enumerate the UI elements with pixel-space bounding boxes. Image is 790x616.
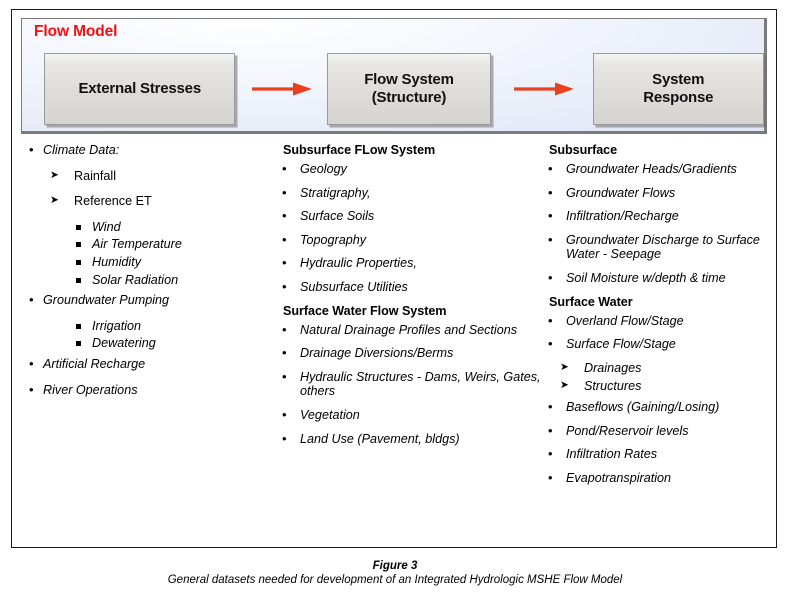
list-item: Groundwater Pumping — [26, 292, 278, 308]
list-item: Groundwater Flows — [540, 185, 778, 201]
arrow-1-icon — [249, 79, 315, 99]
flow-model-banner: Flow Model External Stresses Flow System… — [21, 18, 767, 134]
list-item: River Operations — [26, 382, 278, 398]
system-response-column: Subsurface Groundwater Heads/Gradients G… — [540, 143, 778, 494]
list-item: Overland Flow/Stage — [540, 313, 778, 329]
list-item: Artificial Recharge — [26, 356, 278, 372]
list-item: Topography — [274, 232, 542, 248]
list-item: Vegetation — [274, 407, 542, 423]
list-item: Irrigation — [26, 319, 278, 334]
list-item: Soil Moisture w/depth & time — [540, 270, 778, 286]
external-stresses-list: Climate Data: Rainfall Reference ET Wind… — [26, 142, 278, 398]
flow-box-system-response-line1: System — [652, 71, 705, 89]
dataset-columns: Climate Data: Rainfall Reference ET Wind… — [12, 142, 778, 547]
list-item: Stratigraphy, — [274, 185, 542, 201]
list-item: Subsurface Utilities — [274, 279, 542, 295]
column-header-surface-water: Surface Water — [549, 294, 633, 309]
flow-box-flow-system-line2: (Structure) — [371, 89, 447, 106]
list-item: Natural Drainage Profiles and Sections — [274, 322, 542, 338]
figure-caption-subtitle: General datasets needed for development … — [167, 574, 623, 586]
column-header-subsurface-flow-system: Subsurface FLow System — [283, 143, 436, 157]
figure-caption: Figure 3 General datasets needed for dev… — [0, 560, 790, 586]
list-item: Drainages — [540, 361, 778, 376]
figure-frame: Flow Model External Stresses Flow System… — [11, 9, 777, 548]
flow-system-column: Subsurface FLow System Geology Stratigra… — [274, 143, 542, 455]
list-item: Humidity — [26, 255, 278, 270]
list-item: Rainfall — [26, 169, 278, 184]
list-item: Surface Soils — [274, 208, 542, 224]
list-item: Geology — [274, 161, 542, 177]
surface-water-response-list: Overland Flow/Stage Surface Flow/Stage D… — [540, 313, 778, 486]
list-item: Infiltration/Recharge — [540, 208, 778, 224]
list-item: Air Temperature — [26, 237, 278, 252]
list-item: Evapotranspiration — [540, 470, 778, 486]
flow-model-title: Flow Model — [34, 23, 118, 40]
list-item: Baseflows (Gaining/Losing) — [540, 399, 778, 415]
list-item: Wind — [26, 220, 278, 235]
flow-box-flow-system[interactable]: Flow System (Structure) — [327, 53, 491, 125]
list-item: Groundwater Heads/Gradients — [540, 161, 778, 177]
list-item: Land Use (Pavement, bldgs) — [274, 431, 542, 447]
subsurface-response-list: Groundwater Heads/Gradients Groundwater … — [540, 161, 778, 286]
flow-box-flow-system-line1: Flow System — [364, 71, 454, 89]
list-item: Surface Flow/Stage — [540, 336, 778, 352]
arrow-2-icon — [511, 79, 577, 99]
list-item: Drainage Diversions/Berms — [274, 345, 542, 361]
figure-caption-title: Figure 3 — [372, 560, 418, 572]
subsurface-flow-system-list: Geology Stratigraphy, Surface Soils Topo… — [274, 161, 542, 295]
flow-diagram-row: External Stresses Flow System (Structure… — [22, 47, 764, 131]
list-item: Groundwater Discharge to Surface Water -… — [540, 232, 778, 262]
flow-box-system-response-label: System Response — [643, 71, 713, 106]
list-item: Infiltration Rates — [540, 446, 778, 462]
list-item: Structures — [540, 379, 778, 394]
list-item: Solar Radiation — [26, 273, 278, 288]
list-item: Climate Data: — [26, 142, 278, 158]
list-item: Reference ET — [26, 194, 278, 209]
list-item: Hydraulic Properties, — [274, 255, 542, 271]
list-item: Dewatering — [26, 336, 278, 351]
flow-box-system-response-line2: Response — [643, 89, 714, 106]
column-header-surface-water-flow-system: Surface Water Flow System — [283, 303, 447, 318]
list-item: Pond/Reservoir levels — [540, 423, 778, 439]
flow-box-flow-system-label: Flow System (Structure) — [364, 71, 454, 106]
column-header-subsurface: Subsurface — [549, 143, 618, 157]
flow-box-external-stresses-label: External Stresses — [78, 80, 201, 98]
external-stresses-column: Climate Data: Rainfall Reference ET Wind… — [26, 142, 278, 408]
list-item: Hydraulic Structures - Dams, Weirs, Gate… — [274, 369, 542, 399]
flow-box-system-response[interactable]: System Response — [592, 53, 764, 125]
flow-box-external-stresses[interactable]: External Stresses — [44, 53, 236, 125]
surface-water-flow-system-list: Natural Drainage Profiles and Sections D… — [274, 322, 542, 447]
